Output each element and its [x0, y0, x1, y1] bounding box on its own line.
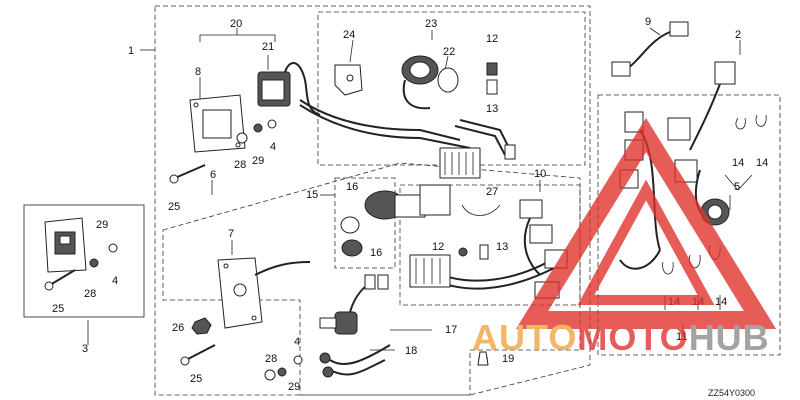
kill-switch-panel-box — [23, 204, 145, 318]
callout-11: 11 — [676, 331, 687, 343]
svg-text:AUTOMOTOHUB: AUTOMOTOHUB — [472, 317, 770, 358]
callout-10: 10 — [534, 168, 546, 180]
callout-7: 7 — [228, 228, 234, 240]
callout-16-b: 16 — [370, 247, 382, 259]
automotohub-watermark: AUTOMOTOHUB — [472, 117, 777, 358]
callout-4-panel: 4 — [112, 275, 118, 287]
watermark-auto: AUTO — [472, 317, 577, 358]
upper-harness — [299, 99, 516, 179]
callout-4-upper: 4 — [270, 141, 276, 153]
callout-28-lower: 28 — [265, 353, 277, 365]
watermark-moto: MOTO — [577, 317, 688, 358]
main-assembly-outline — [154, 5, 591, 396]
callout-18: 18 — [405, 345, 417, 357]
callout-29-upper: 29 — [252, 155, 264, 167]
ignition-switch-box — [334, 177, 396, 269]
callout-13-lower: 13 — [496, 241, 508, 253]
callout-25-upper: 25 — [168, 201, 180, 213]
callout-24: 24 — [343, 29, 355, 41]
callout-6: 6 — [210, 169, 216, 181]
clip-19 — [477, 351, 489, 366]
watermark-triangle-icon — [515, 117, 777, 329]
callout-20: 20 — [230, 18, 242, 30]
callout-28-upper: 28 — [234, 159, 246, 171]
callout-5: 5 — [734, 181, 740, 193]
bracket-24 — [334, 64, 363, 96]
switch-panel-outline — [162, 162, 581, 396]
callout-19: 19 — [502, 353, 514, 365]
callout-3: 3 — [82, 343, 88, 355]
callout-12-lower: 12 — [432, 241, 444, 253]
watermark-hub: HUB — [689, 317, 770, 358]
callout-13-upper: 13 — [486, 103, 498, 115]
callout-21: 21 — [262, 41, 274, 53]
callout-8: 8 — [195, 66, 201, 78]
callout-4-lower: 4 — [294, 336, 300, 348]
nut-26 — [191, 317, 212, 335]
callout-15: 15 — [306, 189, 318, 201]
diagram-code: ZZ54Y0300 — [708, 388, 755, 398]
callout-29-panel: 29 — [96, 219, 108, 231]
switch-plate-7 — [217, 257, 311, 329]
callout-17: 17 — [445, 324, 457, 336]
screw-25-middle — [180, 344, 216, 366]
sensor-22-23 — [401, 55, 459, 110]
screw-25-upper — [169, 164, 206, 184]
callout-14-e: 14 — [715, 296, 727, 308]
callout-14-a: 14 — [732, 157, 744, 169]
callout-27: 27 — [486, 186, 498, 198]
callout-28-panel: 28 — [84, 288, 96, 300]
callout-14-b: 14 — [756, 157, 768, 169]
callout-26: 26 — [172, 322, 184, 334]
callout-16-a: 16 — [346, 181, 358, 193]
callout-25-panel: 25 — [52, 303, 64, 315]
washers-28-29-4-upper — [236, 119, 277, 144]
washers-28-29-4-lower — [264, 355, 303, 381]
callout-23: 23 — [425, 18, 437, 30]
harness-9 — [611, 21, 689, 77]
callout-2: 2 — [735, 29, 741, 41]
leader-lines — [87, 27, 753, 359]
callout-12-upper: 12 — [486, 33, 498, 45]
callout-1: 1 — [128, 45, 134, 57]
harness-2-outline — [597, 94, 781, 356]
callout-9: 9 — [645, 16, 651, 28]
callout-25-middle: 25 — [190, 373, 202, 385]
kill-switch-3 — [44, 217, 118, 291]
hour-meter-assembly — [189, 62, 321, 153]
starter-solenoid-17 — [319, 274, 391, 378]
bolt-12-13-upper — [486, 62, 498, 95]
callout-29-lower: 29 — [288, 381, 300, 393]
ignition-switch-15 — [340, 184, 451, 257]
callout-22: 22 — [443, 46, 455, 58]
